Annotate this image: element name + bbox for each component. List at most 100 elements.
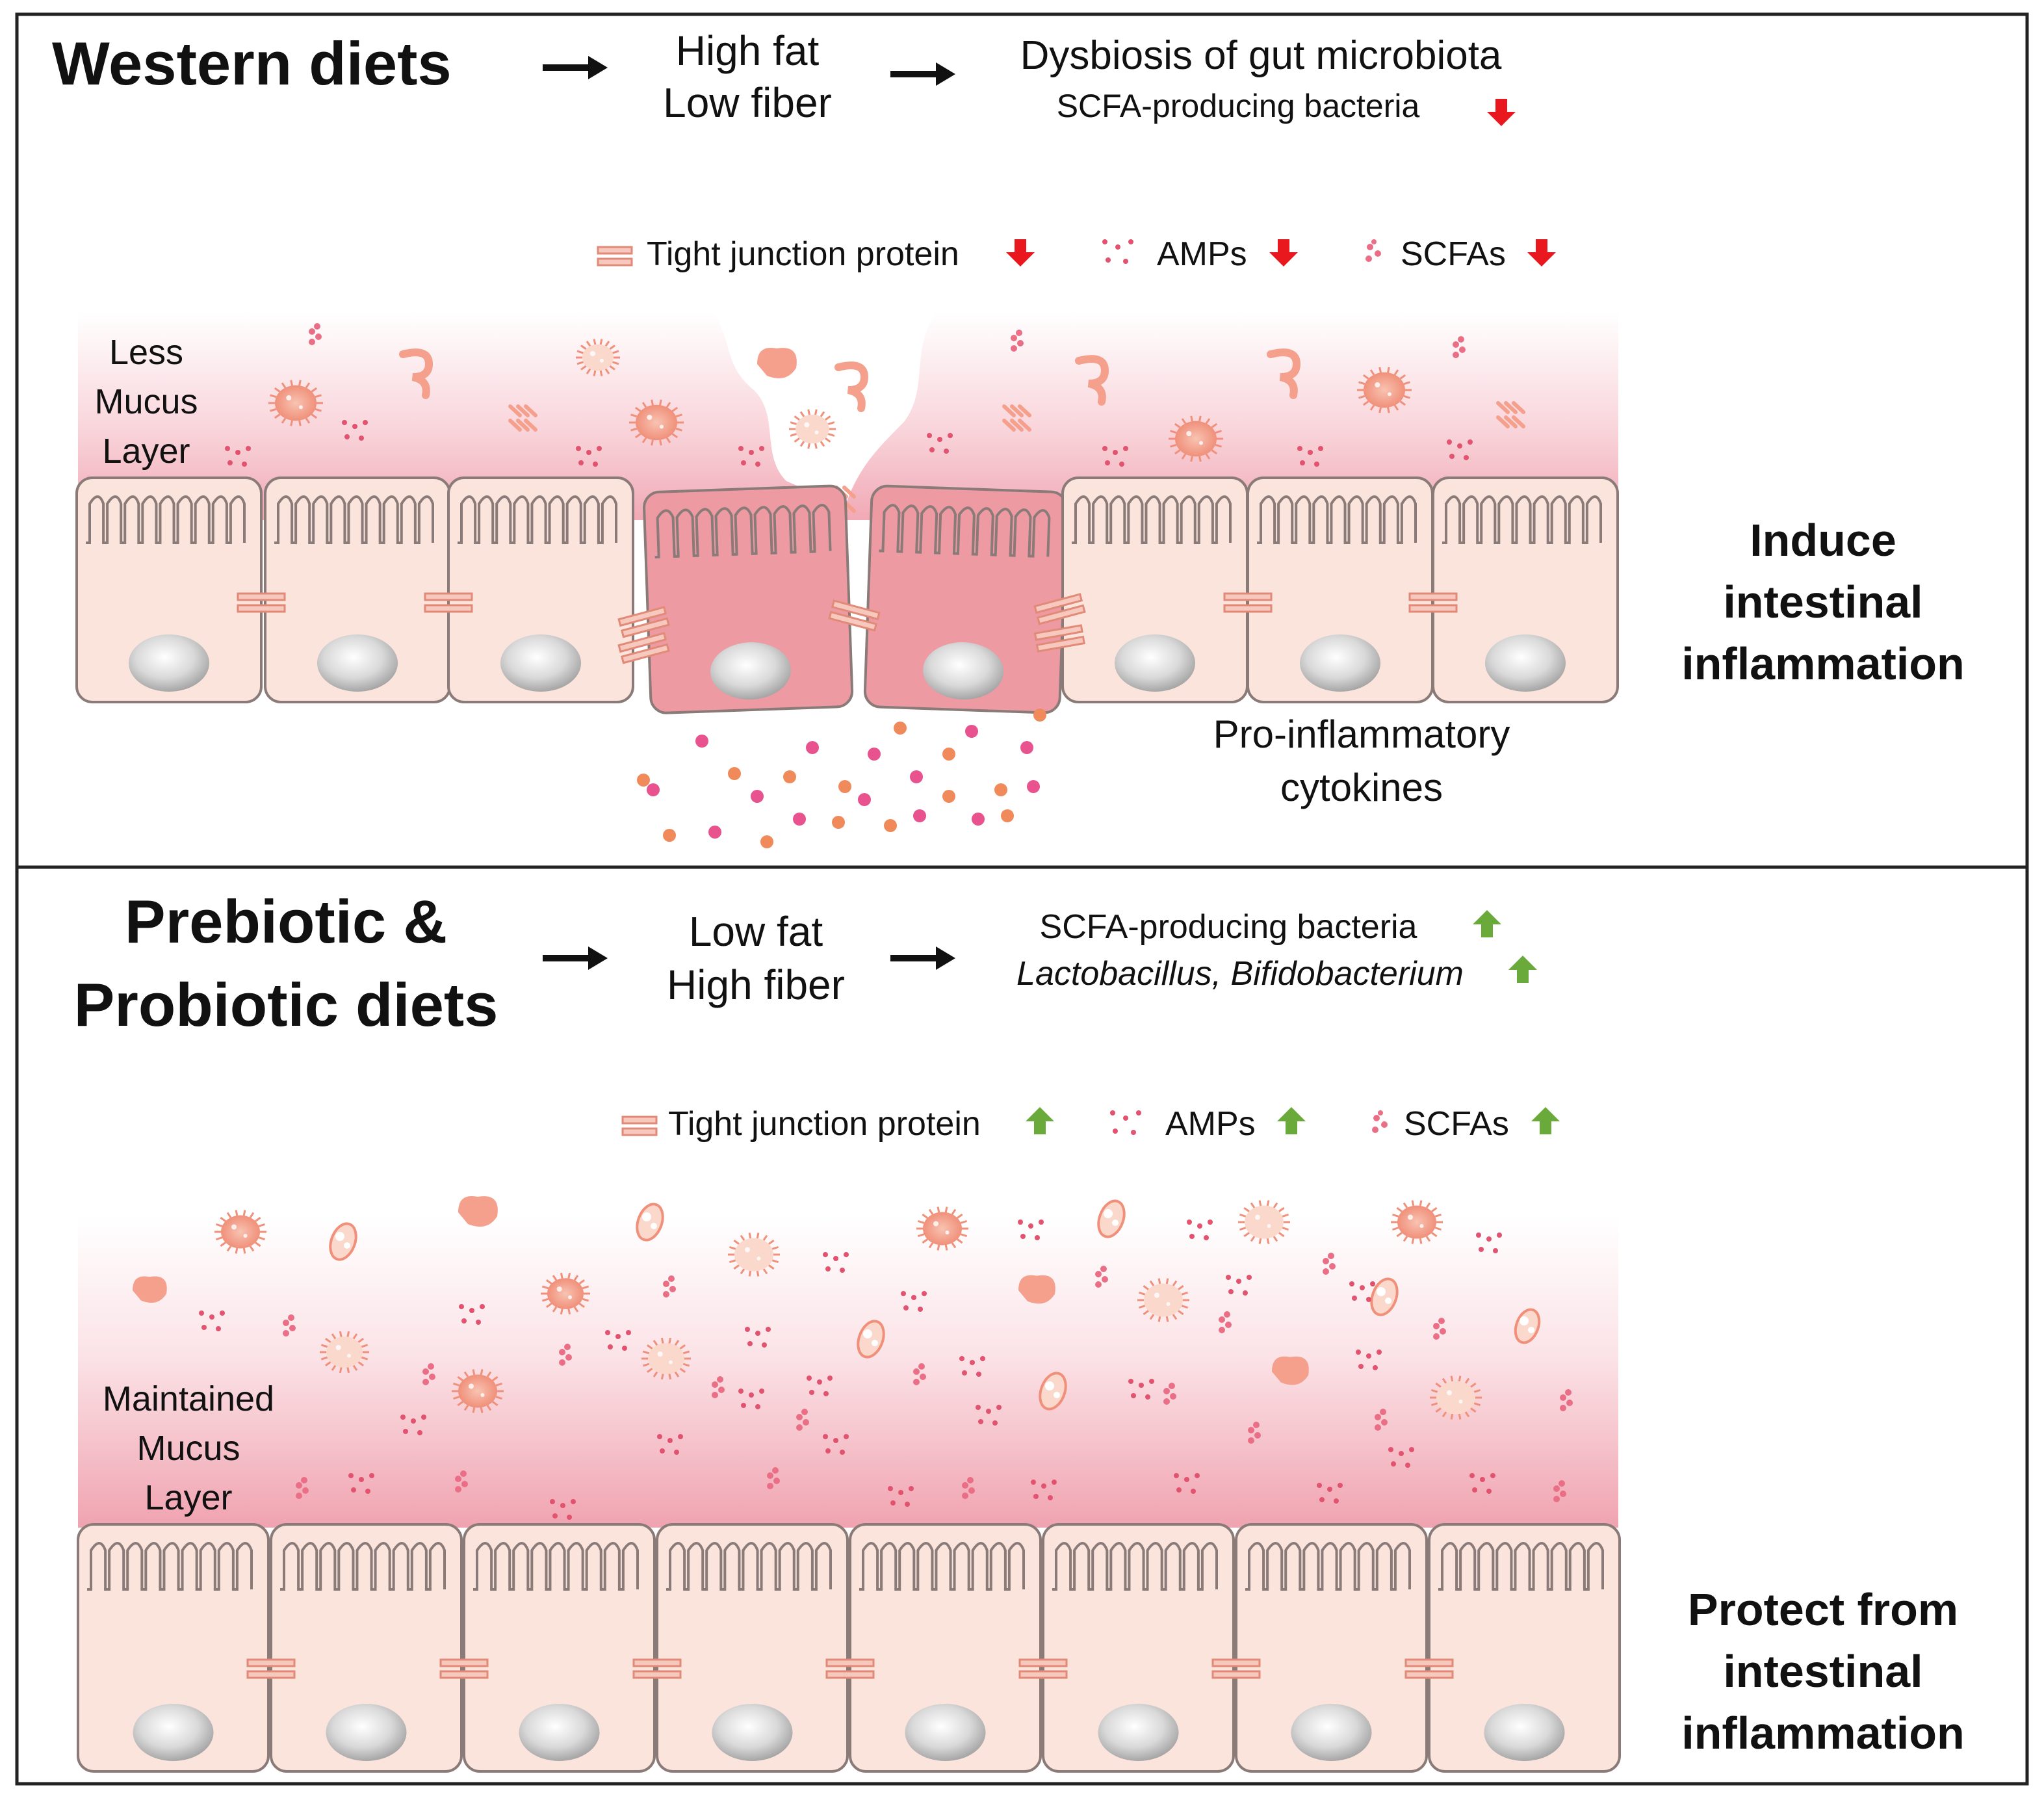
amp-icon (576, 446, 602, 467)
tight-junction-icon (617, 606, 670, 638)
scfa-icon (309, 323, 322, 345)
amp-icon (1102, 239, 1133, 264)
cytokine-dot (793, 813, 806, 826)
amp-icon (959, 1356, 985, 1377)
tight-junction-icon (1033, 624, 1085, 653)
down-arrow-icon (1269, 239, 1298, 267)
cytokine-dot (942, 790, 955, 803)
amp-icon (745, 1327, 771, 1348)
amp-icon (550, 1499, 576, 1520)
amp-icon (1356, 1350, 1382, 1370)
cytokine-dot (910, 770, 923, 783)
amp-icon (927, 433, 953, 454)
nucleus-icon (500, 634, 581, 692)
bacterium-icon (1272, 1356, 1309, 1385)
nucleus-icon (519, 1704, 600, 1761)
scfa-icon (1248, 1422, 1261, 1444)
bottom-mucus-label-3: Layer (144, 1478, 232, 1517)
top-result-1: Induce (1750, 515, 1896, 566)
bacterium-icon (399, 348, 433, 399)
up-arrow-icon (1508, 956, 1537, 983)
amp-icon (976, 1405, 1002, 1426)
top-outcome-line1: Dysbiosis of gut microbiota (1020, 33, 1502, 78)
epithelial-cell (1432, 476, 1619, 703)
microvilli (1442, 495, 1602, 544)
top-epithelium (75, 476, 1619, 714)
top-mucus-label-3: Layer (102, 432, 190, 471)
tight-junction-icon (1408, 592, 1458, 613)
bacterium-icon (133, 1276, 167, 1303)
bacterium-icon (452, 1369, 504, 1413)
tight-junction-icon (1404, 1658, 1454, 1679)
cytokine-dot (728, 767, 741, 780)
top-mucus-label-1: Less (109, 333, 183, 372)
tight-junction-icon (1211, 1658, 1261, 1679)
bacterium-icon (268, 380, 323, 426)
amp-icon (888, 1486, 914, 1507)
up-arrow-icon (1531, 1107, 1560, 1134)
bacterium-icon (641, 1337, 691, 1380)
cytokine-dot (965, 725, 978, 738)
amp-icon (1476, 1233, 1502, 1253)
bottom-mucus-label-1: Maintained (103, 1379, 274, 1418)
epithelial-cell (1042, 1523, 1235, 1773)
nucleus-icon (326, 1704, 407, 1761)
tight-junction-icon (597, 246, 633, 267)
bottom-title-line1: Prebiotic & (125, 887, 447, 956)
bacterium-icon (629, 399, 684, 446)
top-outcome-line2: SCFA-producing bacteria (1057, 88, 1420, 124)
amp-icon (807, 1376, 833, 1396)
microvilli (1072, 495, 1232, 544)
nucleus-icon (317, 634, 398, 692)
cytokines-label-2: cytokines (1280, 766, 1443, 809)
amp-icon (657, 1434, 683, 1455)
nucleus-icon (1300, 634, 1380, 692)
bacterium-icon (541, 1272, 590, 1315)
bacterium-icon (329, 1222, 357, 1261)
bottom-microbes (133, 1196, 1573, 1520)
scfa-icon (1372, 1110, 1388, 1133)
epithelial-cell (863, 484, 1068, 714)
bacterium-icon (834, 361, 869, 412)
scfa-icon (913, 1363, 926, 1385)
top-legend-amps: AMPs (1157, 235, 1247, 273)
nucleus-icon (712, 1704, 793, 1761)
bacterium-icon (1002, 404, 1031, 432)
scfa-icon (1553, 1480, 1566, 1502)
bottom-result-2: intestinal (1723, 1646, 1922, 1697)
amp-icon (1110, 1110, 1141, 1135)
bacterium-icon (1370, 1277, 1399, 1316)
amp-icon (1388, 1447, 1414, 1468)
epithelial-cell (463, 1523, 656, 1773)
nucleus-icon (710, 642, 791, 700)
bacterium-icon (214, 1210, 266, 1254)
microvilli (1438, 1542, 1604, 1591)
tight-junction-icon (246, 1658, 296, 1679)
top-microbes (225, 323, 1525, 513)
scfa-icon (1323, 1253, 1336, 1275)
top-legend-scfas: SCFAs (1401, 235, 1506, 273)
cytokine-dot (994, 783, 1007, 796)
top-diet-line2: Low fiber (663, 79, 832, 126)
cytokine-dot (695, 735, 708, 748)
bottom-outcome-line1: SCFA-producing bacteria (1040, 908, 1417, 946)
cytokine-dot (832, 816, 845, 829)
amp-icon (1031, 1480, 1057, 1500)
bottom-panel-frame (15, 865, 2029, 1786)
amp-icon (225, 446, 251, 467)
amp-icon (1018, 1220, 1044, 1240)
cytokine-dot (884, 819, 897, 832)
bottom-legend-amps: AMPs (1165, 1105, 1256, 1143)
amp-icon (1226, 1275, 1252, 1296)
down-arrow-icon (1527, 239, 1556, 267)
nucleus-icon (1115, 634, 1195, 692)
scfa-icon (455, 1470, 468, 1493)
nucleus-icon (129, 634, 209, 692)
epithelial-cell (1235, 1523, 1428, 1773)
epithelial-cell (1428, 1523, 1621, 1773)
cytokine-dot (858, 793, 871, 806)
cytokine-dot (1020, 741, 1033, 754)
bacterium-icon (1430, 1376, 1482, 1420)
bacterium-icon (1496, 401, 1525, 428)
amp-icon (823, 1434, 849, 1455)
